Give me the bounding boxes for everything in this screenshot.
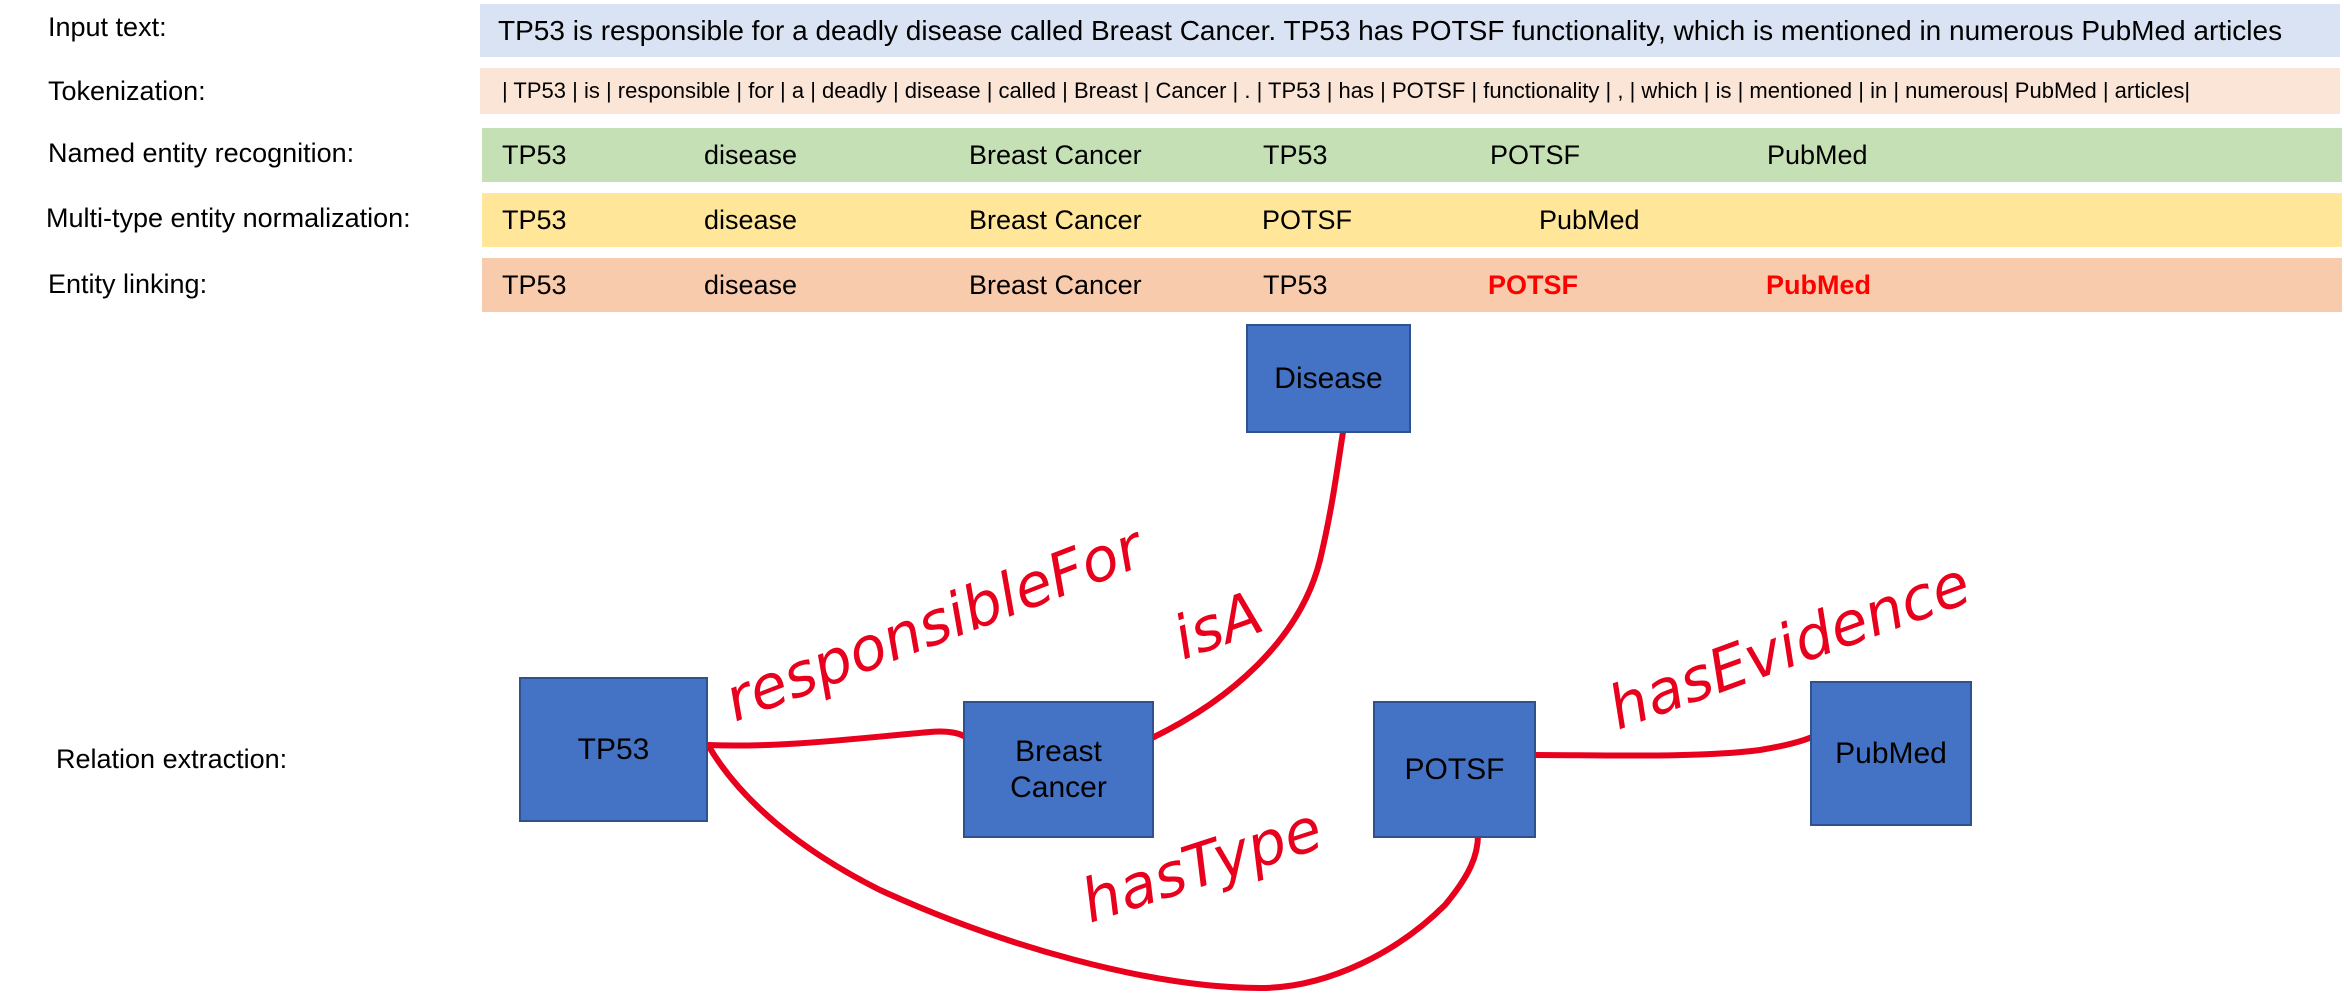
normalized-entity: PubMed [1539, 205, 1640, 235]
normalized-entity: POTSF [1262, 205, 1353, 235]
edge-is-a [1149, 429, 1346, 741]
edge-responsible-for [705, 728, 970, 749]
node-pubmed: PubMed [1810, 681, 1972, 826]
normalization-band: TP53 disease Breast Cancer POTSF PubMed [482, 193, 2342, 247]
node-disease-label: Disease [1274, 361, 1383, 395]
ner-band: TP53 disease Breast Cancer TP53 POTSF Pu… [482, 128, 2342, 182]
token-sequence: | TP53 | is | responsible | for | a | de… [502, 78, 2191, 103]
normalization-label: Multi-type entity normalization: [46, 203, 411, 233]
unlinked-entity: POTSF [1488, 270, 1579, 300]
node-disease: Disease [1246, 324, 1411, 433]
edge-label-is-a: isA [1164, 578, 1272, 674]
ner-entity: PubMed [1767, 140, 1868, 170]
entity-linking-band: TP53 disease Breast Cancer TP53 POTSF Pu… [482, 258, 2342, 312]
input-text: TP53 is responsible for a deadly disease… [498, 15, 2283, 46]
node-breast-cancer-label: Breast Cancer [1010, 734, 1107, 804]
normalized-entity: disease [704, 205, 798, 235]
node-tp53: TP53 [519, 677, 708, 822]
ner-entity: TP53 [1263, 140, 1328, 170]
relation-extraction-label: Relation extraction: [56, 744, 288, 774]
linked-entity: disease [704, 270, 798, 300]
input-text-label: Input text: [48, 12, 167, 42]
linked-entity: TP53 [1263, 270, 1328, 300]
unlinked-entity: PubMed [1766, 270, 1871, 300]
node-tp53-label: TP53 [577, 732, 650, 766]
normalized-entity: TP53 [502, 205, 567, 235]
input-text-band: TP53 is responsible for a deadly disease… [480, 4, 2340, 57]
ner-entity: disease [704, 140, 798, 170]
normalized-entity: Breast Cancer [969, 205, 1142, 235]
node-pubmed-label: PubMed [1835, 736, 1947, 770]
linked-entity: Breast Cancer [969, 270, 1142, 300]
linked-entity: TP53 [502, 270, 567, 300]
ner-entity: Breast Cancer [969, 140, 1142, 170]
ner-entity: POTSF [1490, 140, 1581, 170]
node-potsf: POTSF [1373, 701, 1536, 838]
ner-entity: TP53 [502, 140, 567, 170]
node-breast-cancer: Breast Cancer [963, 701, 1154, 838]
tokenization-label: Tokenization: [48, 76, 206, 106]
node-potsf-label: POTSF [1404, 752, 1505, 786]
edge-has-evidence [1532, 734, 1815, 759]
ner-label: Named entity recognition: [48, 138, 355, 168]
tokenization-band: | TP53 | is | responsible | for | a | de… [480, 68, 2340, 114]
entity-linking-label: Entity linking: [48, 269, 208, 299]
